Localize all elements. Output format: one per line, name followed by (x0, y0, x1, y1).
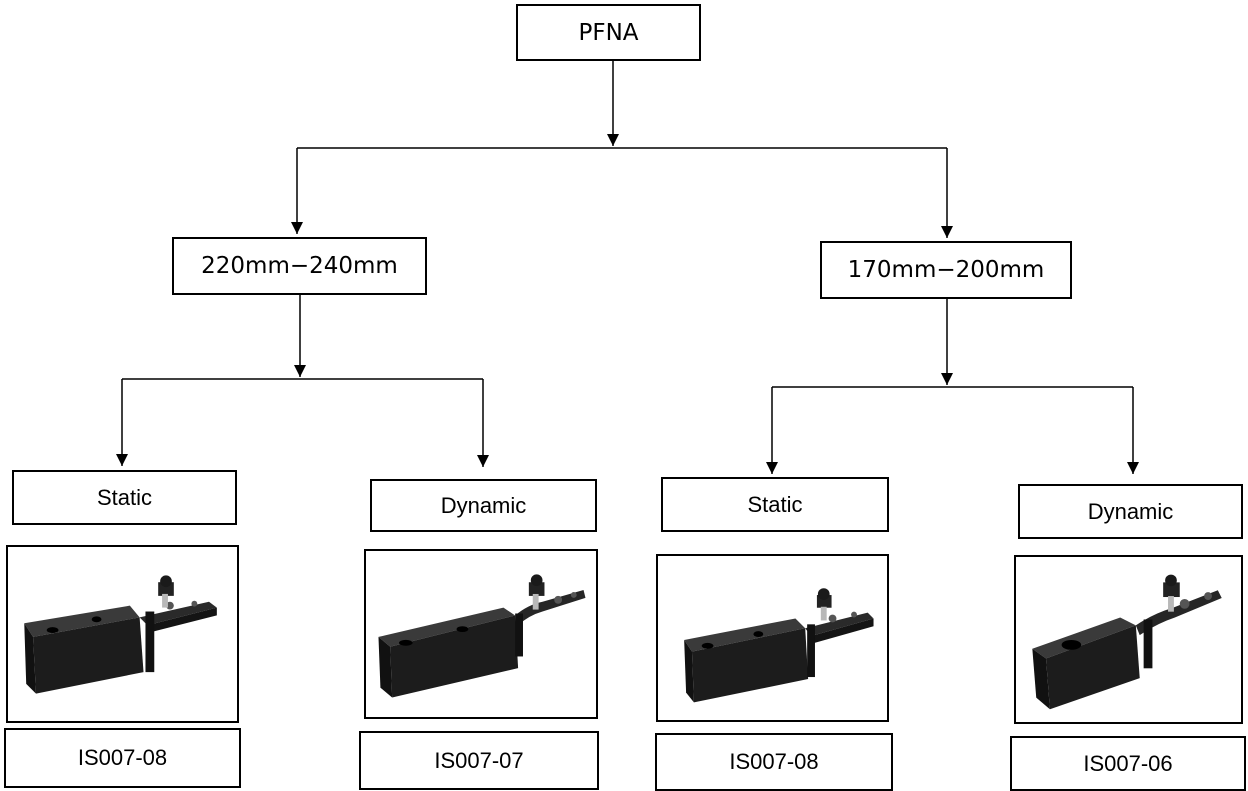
static-guide-image (24, 575, 217, 694)
dynamic-guide-image (378, 574, 586, 698)
static-guide-image (684, 588, 874, 703)
group-node-170-200: 170mm−200mm (820, 241, 1072, 299)
leaf-g1-static: Static (12, 470, 237, 525)
code-g1-static: IS007-08 (4, 728, 241, 788)
device-photo-g1-dynamic (364, 549, 598, 719)
root-node: PFNA (516, 4, 701, 61)
code-g2-static: IS007-08 (655, 733, 893, 791)
leaf-g2-static: Static (661, 477, 889, 532)
device-photo-g2-dynamic (1014, 555, 1243, 724)
leaf-g2-dynamic: Dynamic (1018, 484, 1243, 539)
leaf-g1-dynamic: Dynamic (370, 479, 597, 532)
dynamic-guide-image (1032, 574, 1222, 710)
code-g1-dynamic: IS007-07 (359, 731, 599, 790)
group-node-220-240: 220mm−240mm (172, 237, 427, 295)
device-photo-g1-static (6, 545, 239, 723)
code-g2-dynamic: IS007-06 (1010, 736, 1246, 791)
device-photo-g2-static (656, 554, 889, 722)
